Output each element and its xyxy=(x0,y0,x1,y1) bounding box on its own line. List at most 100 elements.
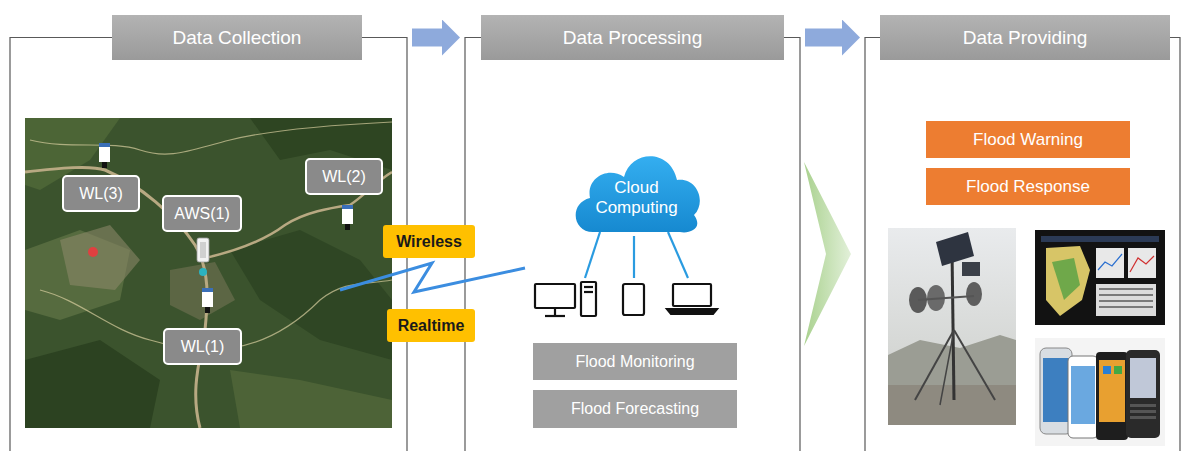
sensor-icon xyxy=(99,143,110,147)
node-label: WL(2) xyxy=(322,168,366,186)
siren-photo xyxy=(954,330,995,400)
screen-photo xyxy=(1046,246,1090,316)
satellite-map xyxy=(88,247,98,257)
satellite-map xyxy=(25,118,392,428)
network-line xyxy=(585,232,600,278)
node-label: Flood Monitoring xyxy=(575,353,694,371)
screen-photo xyxy=(1130,256,1154,272)
siren-photo xyxy=(918,296,974,300)
cloud-outline xyxy=(576,156,700,232)
sensor-icon xyxy=(342,205,353,224)
stage-panel: Data ProcessingCloud ComputingFlood Moni… xyxy=(465,15,800,451)
link-badge: Realtime xyxy=(387,309,475,342)
sensor-icon xyxy=(342,205,353,209)
sensor-icon xyxy=(202,288,213,292)
satellite-map xyxy=(25,340,160,428)
flow-chevron xyxy=(804,162,851,346)
phones-photo xyxy=(1068,356,1098,438)
station-tag: AWS(1) xyxy=(162,195,242,232)
device-icon xyxy=(623,284,644,315)
screen-photo xyxy=(1099,300,1153,302)
stage-title: Data Providing xyxy=(963,27,1088,49)
service-box: Flood Response xyxy=(926,168,1130,205)
sensor-icon xyxy=(345,224,350,230)
node-label: Flood Forecasting xyxy=(571,400,699,418)
panel-header: Data Providing xyxy=(880,15,1170,60)
screen-photo xyxy=(1052,258,1080,300)
screen-photo xyxy=(1096,284,1156,316)
node-label: AWS(1) xyxy=(174,205,229,223)
siren-photo xyxy=(936,232,974,266)
flow-arrow xyxy=(412,29,442,47)
phones-photo xyxy=(1071,366,1095,424)
function-box: Flood Monitoring xyxy=(533,343,737,380)
screen-photo xyxy=(1099,288,1153,290)
satellite-map xyxy=(30,122,392,154)
station-tag: WL(3) xyxy=(62,175,140,212)
node-label: Cloud Computing xyxy=(587,178,687,217)
panel-bracket xyxy=(865,38,880,451)
screen-photo xyxy=(1035,230,1165,325)
screen-photo xyxy=(1035,230,1165,325)
sensor-icon xyxy=(200,242,206,258)
screen-photo xyxy=(1041,236,1159,242)
stage-panel: Data ProvidingFlood WarningFlood Respons… xyxy=(865,15,1180,451)
node-label: WL(3) xyxy=(79,185,123,203)
device-icon xyxy=(545,315,565,317)
device-icon xyxy=(554,308,556,315)
device-icon xyxy=(673,284,711,306)
node-label: Realtime xyxy=(398,317,465,335)
device-icon xyxy=(584,286,593,288)
network-line xyxy=(633,236,635,278)
siren-photo xyxy=(966,282,982,306)
siren-photo xyxy=(888,385,1016,425)
siren-photo xyxy=(940,330,954,405)
network-line xyxy=(585,232,688,278)
phones-photo xyxy=(1103,366,1111,374)
satellite-map xyxy=(230,370,392,428)
panel-header: Data Collection xyxy=(112,15,362,60)
screen-photo xyxy=(1099,288,1153,308)
phones-photo xyxy=(1096,352,1128,440)
station-tag: WL(2) xyxy=(305,158,383,195)
screen-photo xyxy=(1098,254,1122,270)
satellite-map xyxy=(170,262,235,320)
siren-photo xyxy=(888,228,1016,425)
stage-panel: Data CollectionWL(3) AWS(1) WL(2) WL(1) xyxy=(10,15,407,451)
network-line xyxy=(668,232,688,278)
link-badge: Wireless xyxy=(383,225,475,258)
cloud-shape: Cloud Computing xyxy=(568,140,705,240)
phones-photo xyxy=(1035,338,1165,446)
function-box: Flood Forecasting xyxy=(533,390,737,428)
device-icon xyxy=(581,282,596,316)
phones-photo xyxy=(1043,358,1069,422)
sensor-icon xyxy=(205,307,210,313)
node-label: Flood Warning xyxy=(973,130,1083,150)
satellite-map xyxy=(60,225,140,290)
device-icon xyxy=(535,284,575,308)
wireless-link xyxy=(340,263,525,292)
screen-photo xyxy=(1096,248,1124,278)
screen-photo xyxy=(1099,294,1153,296)
phones-photo xyxy=(1126,350,1160,438)
sensor-icon xyxy=(197,238,209,262)
station-tag: WL(1) xyxy=(163,328,242,365)
node-label: WL(1) xyxy=(181,338,225,356)
screen-photo xyxy=(1099,306,1153,308)
sensor-icon xyxy=(102,162,107,168)
device-icon xyxy=(667,309,717,314)
satellite-map xyxy=(230,230,392,360)
siren-photo xyxy=(952,250,954,400)
stage-title: Data Processing xyxy=(563,27,702,49)
phones-photo xyxy=(1099,360,1125,422)
device-icon xyxy=(535,282,717,316)
device-icon xyxy=(584,291,593,293)
siren-photo xyxy=(962,262,980,276)
node-label: Flood Response xyxy=(966,177,1090,197)
phones-photo xyxy=(1114,366,1122,374)
panel-header: Data Processing xyxy=(481,15,784,60)
flow-arrow xyxy=(805,29,842,47)
phones-photo xyxy=(1040,348,1072,434)
panel-bracket xyxy=(10,38,1180,451)
